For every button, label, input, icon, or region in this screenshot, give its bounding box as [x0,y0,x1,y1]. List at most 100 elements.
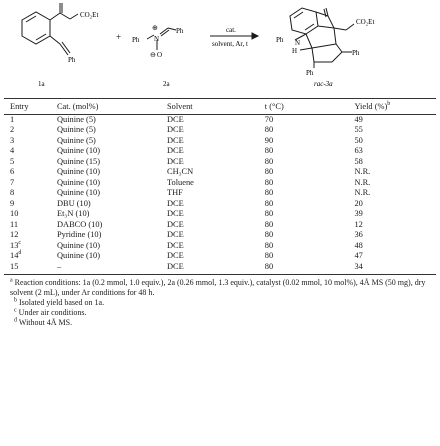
footnote-b-text: Isolated yield based on 1a. [17,298,105,307]
product-phenyl-bottom: Ph [306,69,314,77]
cell-entry: 6 [4,167,57,178]
header-yield-sup: b [387,101,391,108]
cell-temperature: 90 [264,135,274,145]
cell-yield: 20 [354,198,363,208]
cell-temperature: 80 [264,240,274,250]
cell-yield: 49 [354,114,363,124]
entry-number: 3 [10,135,15,145]
cell-catalyst: Et₃N (10) [56,209,90,218]
cell-solvent: Toluene [167,177,194,187]
footnote-d: d Without 4Å MS. [10,317,436,328]
compound-2a-phenyl-right: Ph [176,27,184,35]
plus-sign: + [116,32,121,42]
cell-entry: 7 [4,178,57,189]
cell-entry: 4 [4,146,57,157]
cell-entry: 5 [4,157,57,168]
cell-temperature: 80 [264,219,274,229]
cell-catalyst: Pyridine (10) [56,230,102,239]
arrow-top-label: cat. [226,26,236,34]
cell-solvent: DCE [167,251,184,260]
cell-catalyst: Quinine (5) [56,135,96,145]
cell-solvent: DCE [167,146,184,155]
entry-number: 11 [10,219,19,229]
cell-temperature: 80 [264,251,274,260]
entry-number: 10 [10,209,19,218]
cell-entry: 11 [4,220,57,231]
table-header-row: Entry Cat. (mol%) Solvent t (°C) Yield (… [4,101,436,115]
product-phenyl-n: Ph [276,36,284,44]
table-bottom-rule [4,274,436,275]
header-catalyst: Cat. (mol%) [56,102,167,115]
product-structure [289,7,355,68]
cell-entry: 15 [4,262,57,273]
cell-solvent: DCE [167,209,184,218]
cell-entry: 12 [4,230,57,241]
cell-catalyst: Quinine (10) [56,146,100,155]
entry-number: 13 [10,240,19,250]
reaction-scheme: CO₂Et Ph 1a + Ph N ⊕ Ph ⊖ O 2a cat. solv… [21,3,374,88]
entry-number: 7 [10,177,15,187]
table-top-rule [4,98,436,99]
cell-yield: 63 [354,146,363,155]
cell-temperature: 80 [264,188,274,197]
compound-1a-ester: CO₂Et [80,11,98,19]
cell-catalyst: Quinine (5) [56,114,96,124]
product-hydrogen: H [292,47,297,55]
cell-solvent: CH₃CN [167,167,194,176]
footnote-a: a Reaction conditions: 1a (0.2 mmol, 1.0… [10,277,436,298]
entry-number: 4 [10,146,15,155]
cell-yield: 12 [354,219,363,229]
compound-2a-minus-charge: ⊖ [150,51,156,59]
compound-1a-structure [21,3,79,56]
cell-yield: 50 [354,135,363,145]
cell-entry: 2 [4,125,57,136]
product-label: rac-3a [314,80,333,88]
cell-yield: 55 [354,125,363,134]
cell-temperature: 80 [264,177,274,187]
compound-2a-label: 2a [163,80,171,88]
cell-catalyst: Quinine (5) [56,125,96,134]
entry-sup: d [18,250,22,257]
cell-yield: 47 [354,251,363,260]
cell-yield: 36 [354,230,363,239]
cell-yield: N.R. [354,188,371,197]
compound-2a-oxygen: O [157,51,162,59]
cell-yield: N.R. [354,177,371,187]
cell-entry: 8 [4,188,57,199]
cell-entry: 10 [4,209,57,220]
cell-catalyst: DBU (10) [56,198,91,208]
entry-number: 14 [10,251,19,260]
reaction-arrow [210,32,260,40]
compound-2a-structure [146,27,177,50]
cell-entry: 9 [4,199,57,210]
header-solvent: Solvent [167,102,265,115]
footnote-d-mark: d [14,317,17,324]
cell-catalyst: Quinine (10) [56,188,100,197]
cell-catalyst: Quinine (10) [56,240,100,250]
header-entry: Entry [4,102,57,115]
entry-number: 12 [10,230,19,239]
entry-number: 1 [10,114,15,124]
cell-solvent: DCE [167,240,184,250]
footnote-b-mark: b [14,297,17,304]
entry-number: 9 [10,198,15,208]
footnote-d-text: Without 4Å MS. [17,318,73,327]
cell-solvent: DCE [167,156,184,166]
footnote-a-mark: a [10,277,13,284]
cell-yield: 39 [354,209,363,218]
table-footnotes: a Reaction conditions: 1a (0.2 mmol, 1.0… [4,277,436,328]
compound-2a-plus-charge: ⊕ [152,24,158,32]
entry-number: 2 [10,125,15,134]
cell-solvent: DCE [167,114,184,124]
cell-temperature: 80 [264,261,274,271]
compound-1a-phenyl: Ph [68,56,76,64]
optimization-table-container: Entry Cat. (mol%) Solvent t (°C) Yield (… [4,98,436,328]
